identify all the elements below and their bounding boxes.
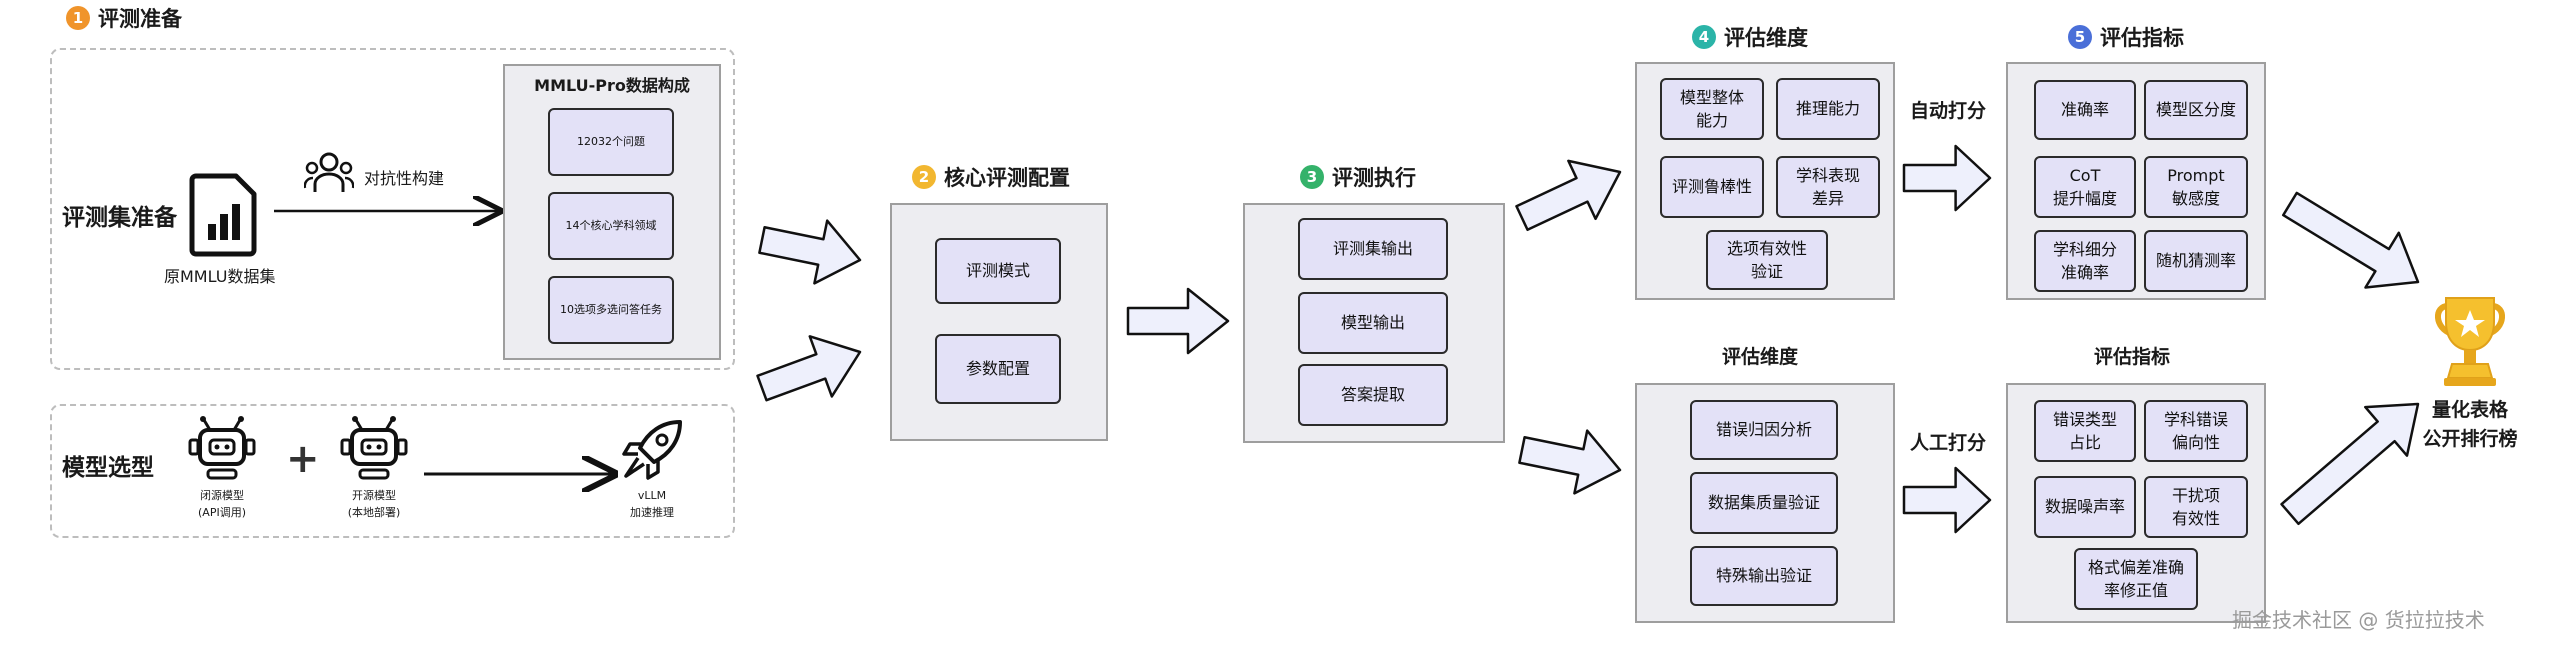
metric-subject-accuracy: 学科细分 准确率 xyxy=(2034,230,2136,292)
vllm-label: vLLM 加速推理 xyxy=(630,489,674,519)
manual-scoring-label: 人工打分 xyxy=(1910,432,1987,454)
auto-dimension-option-validity: 选项有效性 验证 xyxy=(1706,230,1828,290)
step1-number-badge: 1 xyxy=(66,6,90,30)
manual-dimension-error-attribution: 错误归因分析 xyxy=(1690,400,1838,460)
block-arrow-exec-to-manual xyxy=(1518,429,1622,495)
step5-title-text: 评估指标 xyxy=(2100,26,2184,50)
block-arrow-model-to-config xyxy=(756,335,862,402)
answer-extract-item: 答案提取 xyxy=(1298,364,1448,426)
step3-title: 3 评测执行 xyxy=(1300,162,1416,192)
param-config-item: 参数配置 xyxy=(935,334,1061,404)
manual-metric-title: 评估指标 xyxy=(2094,346,2171,368)
metric-format-bias-correction: 格式偏差准确 率修正值 xyxy=(2074,548,2198,610)
block-arrow-manual-dimension-to-metric xyxy=(1902,466,1992,534)
closed-model-label: 闭源模型 (API调用) xyxy=(198,489,246,519)
rocket-icon xyxy=(620,418,684,482)
metric-data-noise-rate: 数据噪声率 xyxy=(2034,476,2136,538)
dataset-prep-label: 评测集准备 xyxy=(62,205,177,231)
step2-title-text: 核心评测配置 xyxy=(944,166,1070,190)
manual-dimension-dataset-quality: 数据集质量验证 xyxy=(1690,472,1838,534)
block-arrow-prep-to-config xyxy=(758,219,862,285)
block-arrow-auto-to-result xyxy=(2281,191,2420,289)
metric-distractor-validity: 干扰项 有效性 xyxy=(2144,476,2248,538)
people-icon xyxy=(303,150,355,196)
metric-cot-gain: CoT 提升幅度 xyxy=(2034,156,2136,218)
auto-dimension-robustness: 评测鲁棒性 xyxy=(1660,156,1764,218)
step4-title: 4 评估维度 xyxy=(1692,22,1808,52)
step1-title: 1 评测准备 xyxy=(66,3,182,33)
step4-number-badge: 4 xyxy=(1692,25,1716,49)
block-arrow-auto-dimension-to-metric xyxy=(1902,144,1992,212)
metric-accuracy: 准确率 xyxy=(2034,80,2136,140)
step1-title-text: 评测准备 xyxy=(98,7,182,31)
step3-number-badge: 3 xyxy=(1300,165,1324,189)
model-output-item: 模型输出 xyxy=(1298,292,1448,354)
dataset-output-item: 评测集输出 xyxy=(1298,218,1448,280)
model-select-group xyxy=(50,404,735,538)
manual-dimension-title: 评估维度 xyxy=(1722,346,1799,368)
auto-dimension-overall: 模型整体 能力 xyxy=(1660,78,1764,140)
model-select-label: 模型选型 xyxy=(62,455,154,481)
auto-dimension-reasoning: 推理能力 xyxy=(1776,78,1880,140)
step2-title: 2 核心评测配置 xyxy=(912,162,1070,192)
mmlu-pro-title: MMLU-Pro数据构成 xyxy=(534,76,690,95)
auto-scoring-label: 自动打分 xyxy=(1910,100,1987,122)
step3-title-text: 评测执行 xyxy=(1332,166,1416,190)
step5-title: 5 评估指标 xyxy=(2068,22,2184,52)
auto-dimension-subject: 学科表现 差异 xyxy=(1776,156,1880,218)
dataset-prep-group xyxy=(50,48,735,370)
manual-dimension-special-output: 特殊输出验证 xyxy=(1690,546,1838,606)
metric-random-guess: 随机猜测率 xyxy=(2144,230,2248,292)
open-model-label: 开源模型 (本地部署) xyxy=(347,489,401,519)
eval-mode-item: 评测模式 xyxy=(935,238,1061,304)
result-label: 量化表格 公开排行榜 xyxy=(2422,399,2518,451)
plus-sign: + xyxy=(286,436,320,482)
step5-number-badge: 5 xyxy=(2068,25,2092,49)
metric-prompt-sensitivity: Prompt 敏感度 xyxy=(2144,156,2248,218)
adversarial-construction-label: 对抗性构建 xyxy=(364,169,445,188)
robot-icon xyxy=(186,416,258,484)
metric-discrimination: 模型区分度 xyxy=(2144,80,2248,140)
robot-icon-open xyxy=(338,416,410,484)
mmlu-pro-item-subjects: 14个核心学科领域 xyxy=(548,192,674,260)
step4-title-text: 评估维度 xyxy=(1724,26,1808,50)
metric-subject-error-bias: 学科错误 偏向性 xyxy=(2144,400,2248,462)
sim-card-chart-icon xyxy=(188,172,260,258)
trophy-icon xyxy=(2430,292,2510,390)
step2-number-badge: 2 xyxy=(912,165,936,189)
mmlu-pro-item-questions: 12032个问题 xyxy=(548,108,674,176)
watermark: 掘金技术社区 @ 货拉拉技术 xyxy=(2232,608,2485,632)
block-arrow-config-to-exec xyxy=(1126,287,1230,355)
mmlu-pro-item-options: 10选项多选问答任务 xyxy=(548,276,674,344)
metric-error-type-ratio: 错误类型 占比 xyxy=(2034,400,2136,462)
block-arrow-exec-to-auto xyxy=(1515,159,1622,232)
source-dataset-label: 原MMLU数据集 xyxy=(164,267,276,286)
